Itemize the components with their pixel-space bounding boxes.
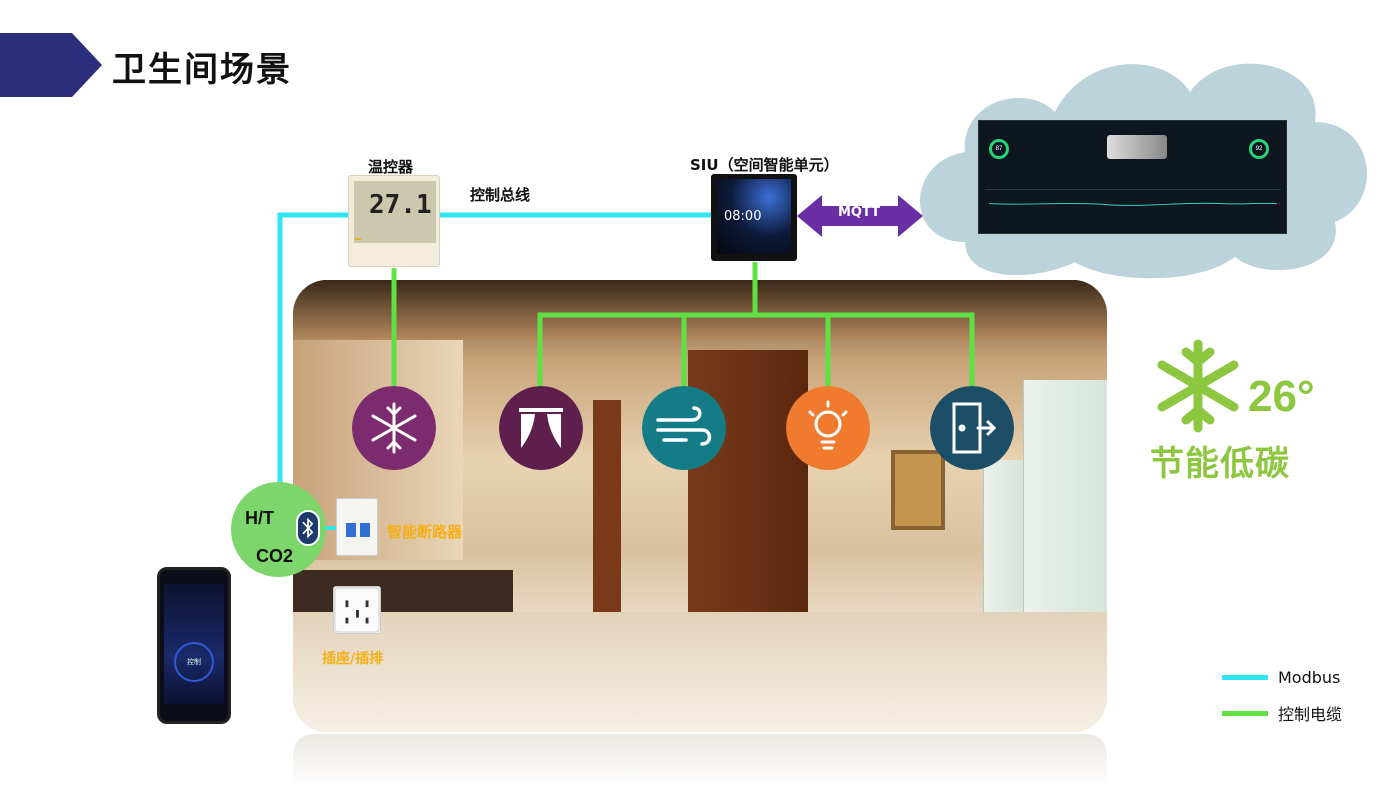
thermostat-temp: 27.1 — [369, 190, 432, 220]
legend-item-modbus: Modbus — [1222, 667, 1342, 687]
header-arrow — [0, 33, 102, 97]
mobile-phone: 控制 — [157, 567, 231, 724]
curtain-icon — [499, 386, 583, 470]
snowflake-eco-icon — [1157, 339, 1239, 433]
thermostat-device: 27.1 — [348, 175, 440, 267]
phone-control-ring: 控制 — [174, 642, 214, 682]
control-bus-label: 控制总线 — [470, 186, 531, 204]
door-exit-icon — [930, 386, 1014, 470]
legend-label: 控制电缆 — [1278, 705, 1343, 724]
thermostat-brand — [355, 238, 361, 240]
siu-panel: 08:00 — [711, 174, 797, 261]
smart-breaker-device — [336, 498, 378, 556]
trend-chart — [985, 189, 1281, 206]
co2-label: CO2 — [256, 546, 294, 566]
breaker-label: 智能断路器 — [387, 523, 463, 541]
siu-time: 08:00 — [724, 209, 762, 224]
bluetooth-icon — [296, 510, 320, 546]
socket-label: 插座/插排 — [322, 651, 384, 667]
siu-label: SIU（空间智能单元） — [690, 156, 839, 174]
gauge-left: 87 — [989, 139, 1009, 159]
cloud-dashboard: 87 92 — [978, 120, 1287, 234]
thermostat-label: 温控器 — [368, 158, 414, 176]
socket-device — [333, 586, 381, 634]
snowflake-icon — [352, 386, 436, 470]
ht-label: H/T — [245, 508, 274, 528]
legend-swatch-control-cable — [1222, 710, 1268, 716]
gauge-right: 92 — [1249, 139, 1269, 159]
legend-item-control-cable: 控制电缆 — [1222, 704, 1343, 724]
legend: Modbus 控制电缆 — [1222, 668, 1342, 740]
lightbulb-icon — [786, 386, 870, 470]
eco-text: 节能低碳 — [1150, 444, 1290, 484]
legend-swatch-modbus — [1222, 674, 1268, 680]
mqtt-label: MQTT — [838, 205, 881, 220]
photo-reflection — [293, 734, 1107, 787]
page-title: 卫生间场景 — [112, 50, 292, 90]
legend-label: Modbus — [1278, 667, 1341, 687]
wind-icon — [642, 386, 726, 470]
hvac-unit-image — [1107, 135, 1167, 159]
eco-degree: 26° — [1248, 372, 1315, 421]
